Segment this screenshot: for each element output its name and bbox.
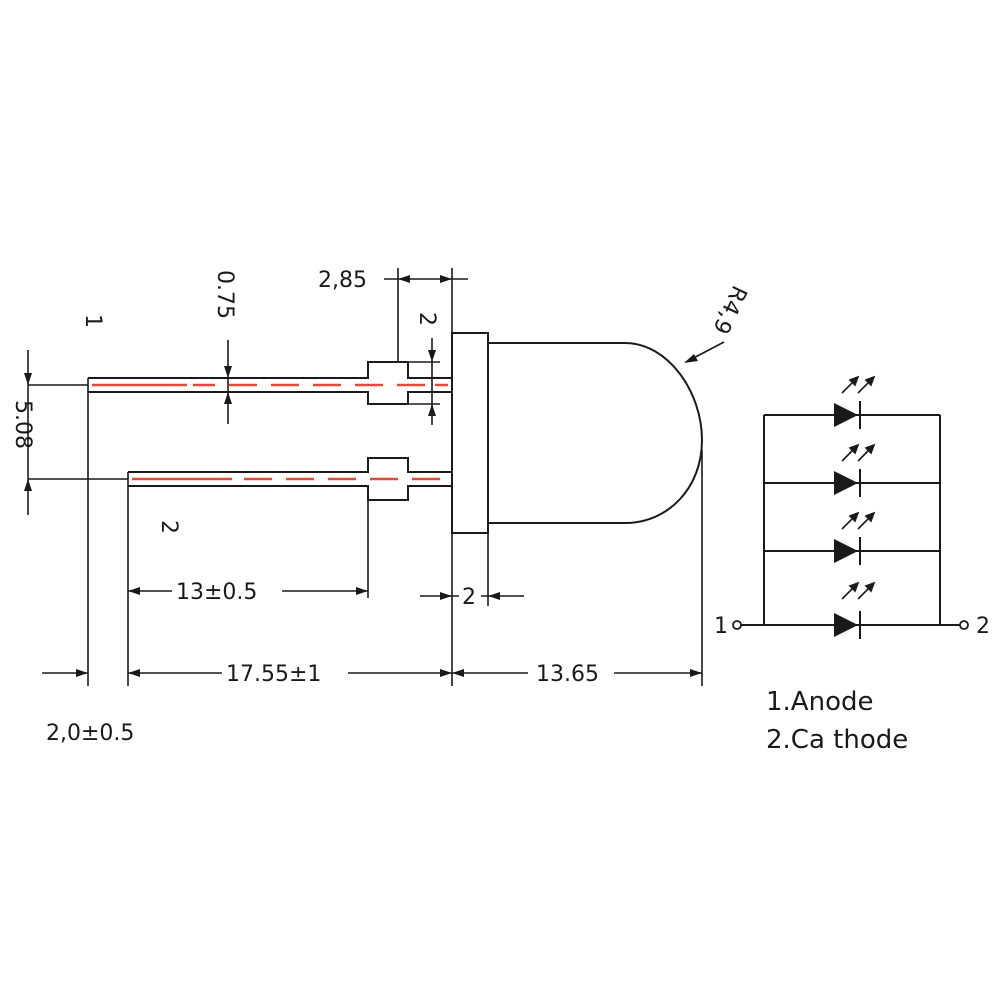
pin-1-label: 1 [80,314,105,328]
pin-2-label: 2 [156,520,181,534]
dim-17-55: 17.55±1 [128,660,452,687]
legend-anode: 1.Anode [766,687,873,717]
light-emission-icon [841,443,876,462]
dim-r4-9-label: R4,9 [707,281,751,337]
dim-5-08: 5.08 [10,350,35,515]
dim-2-0-label: 2,0±0.5 [46,721,134,746]
light-emission-icon [841,581,876,600]
dim-2-bottom-label: 2 [462,585,476,610]
dim-13-65-label: 13.65 [536,662,599,687]
dim-13-label: 13±0.5 [176,580,257,605]
dim-2-85-label: 2,85 [318,268,367,293]
terminal-1 [732,620,742,630]
dim-r4-9: R4,9 [684,281,751,363]
dim-2-top: 2 [408,312,440,425]
dim-2-85: 2,85 [318,268,468,293]
dim-13-65: 13.65 [452,660,702,687]
light-emission-icon [841,511,876,530]
led-dome [488,342,704,524]
terminal-1-label: 1 [714,614,728,639]
dim-0-75: 0.75 [212,270,237,424]
dim-2-top-label: 2 [414,312,439,326]
dim-2-bottom: 2 [420,583,524,610]
led-flange [451,332,489,534]
terminal-2 [959,620,969,630]
diode-symbol [834,471,858,495]
terminal-2-label: 2 [976,614,990,639]
led-row-1 [764,375,940,429]
dim-13: 13±0.5 [128,578,368,605]
schematic: 1 2 [714,375,990,639]
diode-symbol [834,613,858,637]
dim-5-08-label: 5.08 [10,400,35,449]
led-body [451,332,704,534]
led-row-2 [764,443,940,497]
lead-2 [127,457,452,501]
lead-1 [87,361,452,405]
dim-2-0: 2,0±0.5 [42,669,140,746]
diode-symbol [834,403,858,427]
pin-legend: 1.Anode 2.Ca thode [766,687,908,755]
dim-0-75-label: 0.75 [212,270,237,319]
led-row-4 [740,581,960,639]
legend-cathode: 2.Ca thode [766,725,908,755]
diode-symbol [834,539,858,563]
led-row-3 [764,511,940,565]
dim-17-55-label: 17.55±1 [226,662,321,687]
light-emission-icon [841,375,876,394]
extension-lines [28,268,703,686]
